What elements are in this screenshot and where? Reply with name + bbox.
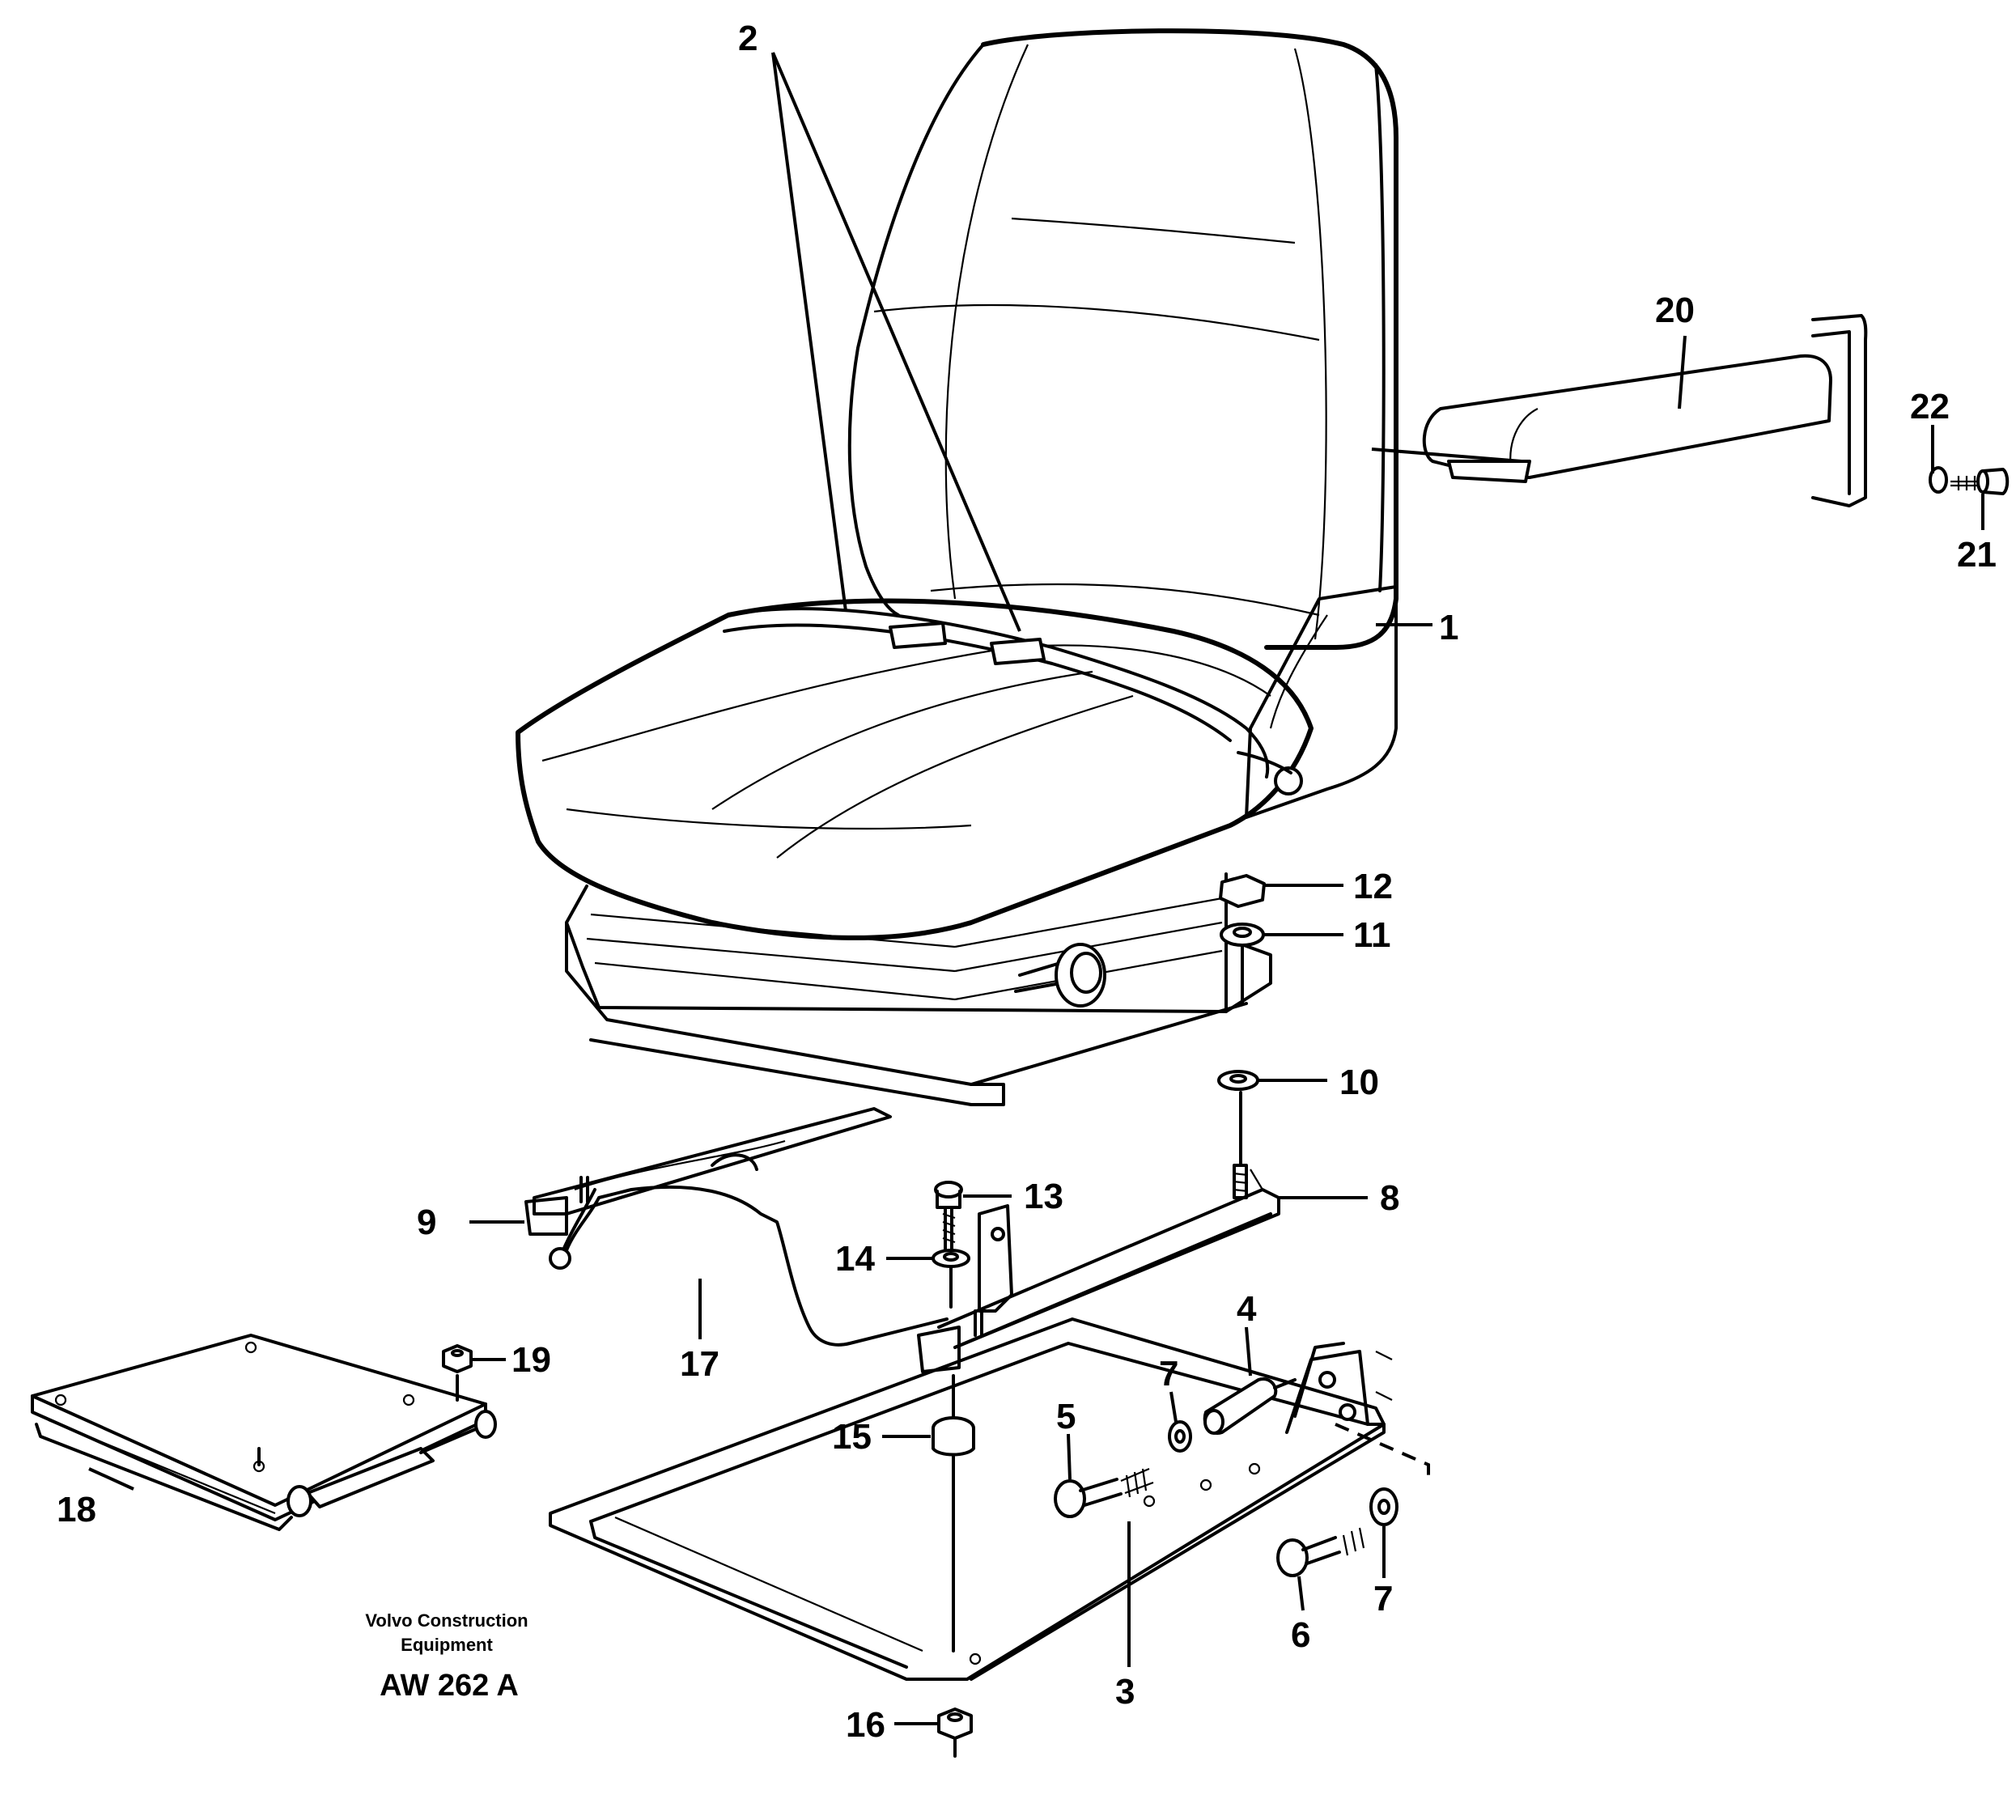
callout-17: 17 (680, 1344, 719, 1384)
callout-13: 13 (1024, 1177, 1063, 1216)
callout-3: 3 (1115, 1672, 1135, 1712)
callout-20: 20 (1655, 291, 1695, 330)
callout-labels: 1 2 3 4 5 6 7 7 8 9 10 11 12 13 14 15 16… (57, 19, 1997, 1745)
suspension-unit (565, 872, 1272, 1106)
callout-7-lower: 7 (1373, 1579, 1393, 1618)
drawing-code: AW 262 A (380, 1669, 519, 1703)
callout-4: 4 (1237, 1289, 1257, 1329)
slide-rails (524, 1107, 1280, 1373)
publisher-line-1: Volvo Construction (365, 1610, 528, 1631)
callout-8: 8 (1380, 1178, 1399, 1218)
callout-5: 5 (1056, 1397, 1076, 1436)
callout-12: 12 (1353, 867, 1393, 906)
publisher-line-2: Equipment (401, 1635, 493, 1655)
seat-backrest (847, 28, 1398, 819)
callout-18: 18 (57, 1490, 96, 1529)
callout-10: 10 (1339, 1063, 1379, 1102)
adapter-plate (31, 1334, 497, 1531)
callout-16: 16 (846, 1705, 885, 1745)
callout-1: 1 (1439, 608, 1458, 647)
leader-lines (88, 52, 1984, 1725)
callout-6: 6 (1291, 1615, 1310, 1655)
callout-2: 2 (738, 19, 758, 58)
callout-14: 14 (835, 1239, 875, 1279)
callout-19: 19 (511, 1340, 551, 1380)
figure-caption: Volvo Construction Equipment AW 262 A (365, 1610, 528, 1703)
callout-11: 11 (1353, 915, 1391, 955)
callout-21: 21 (1957, 535, 1997, 575)
armrest (1422, 314, 1868, 507)
seat-cushion (516, 598, 1314, 940)
fasteners (442, 466, 2010, 1758)
adjustment-handle (549, 1185, 1013, 1347)
callout-7-upper: 7 (1159, 1354, 1178, 1394)
callout-22: 22 (1910, 387, 1950, 426)
callout-15: 15 (832, 1417, 872, 1457)
callout-9: 9 (417, 1203, 436, 1242)
